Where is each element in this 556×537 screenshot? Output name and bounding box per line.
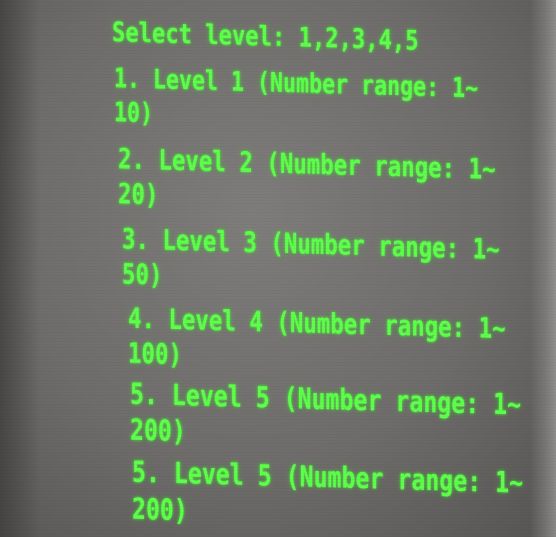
- level-5-line: 5. Level 5 (Number range: 1~: [130, 376, 522, 422]
- level-1-range-end: 10): [114, 97, 154, 130]
- level-2-range-end: 20): [118, 177, 159, 212]
- level-5-line-repeat: 5. Level 5 (Number range: 1~: [132, 454, 524, 500]
- level-1-line: 1. Level 1 (Number range: 1~: [114, 63, 479, 105]
- level-4-line: 4. Level 4 (Number range: 1~: [128, 301, 506, 346]
- screen-right-bezel: [530, 0, 556, 537]
- level-3-line: 3. Level 3 (Number range: 1~: [122, 222, 500, 266]
- level-5-range-end-repeat: 200): [132, 491, 188, 528]
- level-4-range-end: 100): [128, 336, 182, 372]
- level-2-line: 2. Level 2 (Number range: 1~: [118, 142, 496, 186]
- select-level-prompt: Select level: 1,2,3,4,5: [112, 17, 419, 57]
- level-5-range-end: 200): [130, 412, 186, 449]
- level-3-range-end: 50): [122, 257, 163, 292]
- screen-left-shadow: [0, 0, 40, 537]
